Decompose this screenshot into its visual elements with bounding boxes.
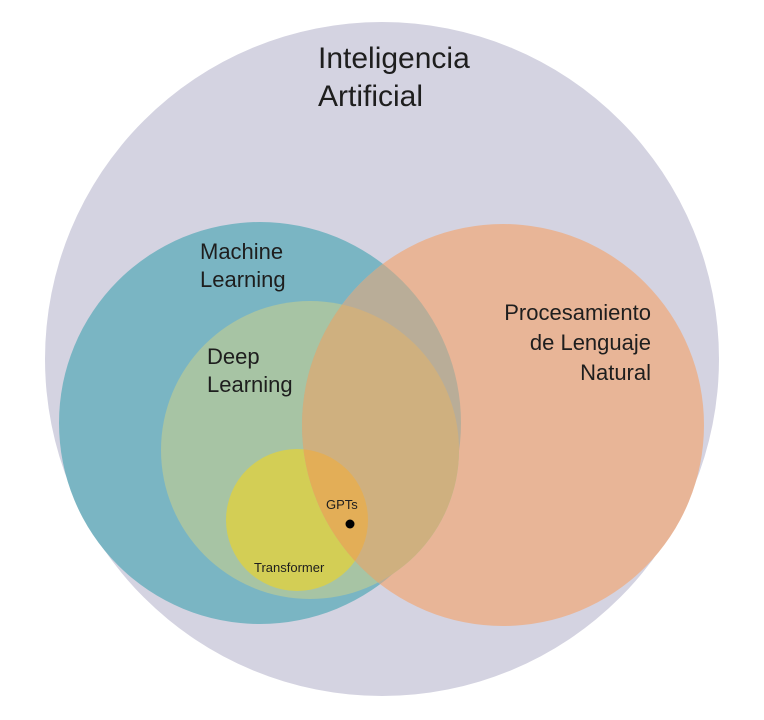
- ai-label-line2: Artificial: [318, 80, 423, 113]
- dl-nlp-overlap: [302, 301, 459, 599]
- gpts-point: [345, 519, 355, 529]
- nlp-label-line3: Natural: [580, 360, 651, 385]
- dl-label: Deep Learning: [207, 344, 293, 397]
- ml-label: Machine Learning: [200, 239, 286, 292]
- ai-label-line1: Inteligencia: [318, 42, 470, 75]
- ml-label-line2: Learning: [200, 267, 286, 292]
- ml-label-line1: Machine: [200, 239, 283, 264]
- nlp-label: Procesamiento de Lenguaje Natural: [504, 300, 651, 385]
- ai-label: Inteligencia Artificial: [318, 42, 470, 113]
- dl-label-line1: Deep: [207, 344, 260, 369]
- dl-label-line2: Learning: [207, 372, 293, 397]
- nlp-label-line1: Procesamiento: [504, 300, 651, 325]
- gpts-marker: GPTs: [326, 497, 358, 529]
- gpts-label: GPTs: [326, 497, 358, 512]
- nlp-label-line2: de Lenguaje: [530, 330, 651, 355]
- transformer-label: Transformer: [254, 560, 325, 575]
